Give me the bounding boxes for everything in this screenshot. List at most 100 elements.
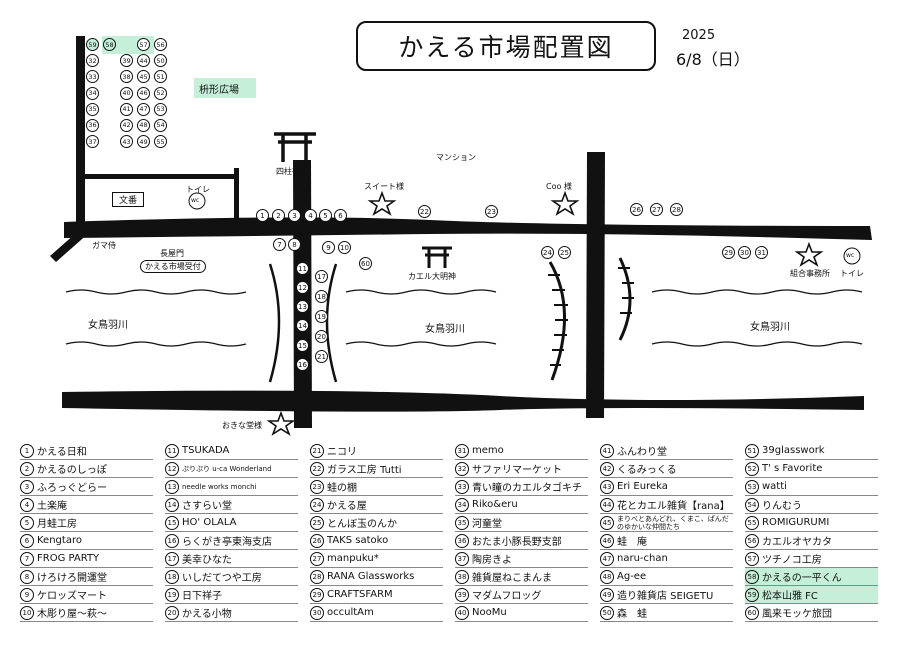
main-street (64, 217, 872, 240)
river-label-2: 女鳥羽川 (425, 324, 465, 335)
legend-vendor-name: くるみっくる (617, 465, 677, 476)
gama-label: ガマ侍 (92, 241, 116, 250)
legend-vendor-name: 木彫り屋〜萩〜 (37, 609, 107, 620)
plaza-booth-38: 38 (120, 70, 133, 84)
legend-number: 52 (745, 461, 759, 476)
legend-number: 28 (310, 569, 324, 584)
legend-number: 31 (455, 443, 469, 458)
legend-vendor-name: かえるのしっぽ (37, 465, 107, 476)
legend-vendor-name: Ag-ee (617, 571, 647, 582)
legend-number: 51 (745, 443, 759, 458)
legend-number: 49 (600, 587, 614, 602)
legend-vendor-name: 39glasswork (762, 445, 825, 456)
legend-number: 59 (745, 587, 759, 602)
legend-vendor-name: 蛙の棚 (327, 483, 357, 494)
legend-vendor-name: かえるの一平くん (762, 573, 842, 584)
legend-number: 43 (600, 479, 614, 494)
toilet-right-label: トイレ (840, 269, 864, 278)
legend-vendor-name: TAKS satoko (327, 535, 389, 546)
legend-number: 21 (310, 443, 324, 458)
plaza-booth-45: 45 (137, 70, 150, 84)
plaza-booth-39: 39 (120, 54, 133, 68)
legend-number: 7 (20, 551, 34, 566)
plaza-booth-35: 35 (86, 102, 99, 116)
booth-6: 6 (334, 209, 347, 222)
booth-22: 22 (418, 205, 431, 218)
highlight-plaza (194, 78, 256, 98)
plaza-booth-54: 54 (154, 118, 167, 132)
legend-vendor-name: おたま小豚長野支部 (472, 537, 562, 548)
legend-vendor-name: 造り雑貨店 SEIGETU (617, 591, 714, 602)
booth-2: 2 (272, 209, 285, 222)
ookina-label: おきな堂様 (222, 421, 262, 430)
legend-number: 20 (165, 605, 179, 620)
legend-number: 18 (165, 569, 179, 584)
booth-11: 11 (296, 262, 309, 275)
legend-vendor-name: Eri Eureka (617, 481, 668, 492)
booth-5: 5 (319, 209, 332, 222)
legend-number: 26 (310, 533, 324, 548)
legend-number: 33 (455, 479, 469, 494)
legend-vendor-name: 花とカエル雑貨【rana】 (617, 501, 730, 512)
legend-number: 24 (310, 497, 324, 512)
grid-empty (103, 135, 116, 148)
legend-number: 1 (20, 443, 34, 458)
legend-vendor-name: Riko&eru (472, 499, 518, 510)
star-office-icon (794, 241, 824, 267)
booth-21: 21 (315, 350, 328, 363)
grid-empty (103, 70, 116, 83)
legend-number: 6 (20, 533, 34, 548)
booth-17: 17 (315, 270, 328, 283)
legend-number: 47 (600, 551, 614, 566)
legend-vendor-name: occultAm (327, 607, 374, 618)
legend-vendor-name: マダムフロッグ (472, 591, 542, 602)
plaza-booth-55: 55 (154, 135, 167, 149)
sweet-label: スイート様 (364, 182, 404, 191)
legend-vendor-name: 青い瞳のカエルタゴキチ (472, 483, 582, 494)
booth-14: 14 (296, 319, 309, 332)
legend-number: 16 (165, 533, 179, 548)
legend-number: 37 (455, 551, 469, 566)
legend-number: 13 (165, 479, 179, 494)
legend-number: 19 (165, 587, 179, 602)
plaza-booth-32: 32 (86, 54, 99, 68)
kaeru-shrine-label: カエル大明神 (408, 272, 456, 281)
legend-number: 45 (600, 515, 614, 530)
diagonal-road (50, 226, 90, 262)
river-lines (65, 289, 863, 347)
legend-number: 60 (745, 605, 759, 620)
legend-number: 41 (600, 443, 614, 458)
plaza-booth-44: 44 (137, 54, 150, 68)
plaza-booth-34: 34 (86, 86, 99, 100)
legend-number: 40 (455, 605, 469, 620)
plaza-booth-57: 57 (137, 38, 150, 51)
legend-number: 57 (745, 551, 759, 566)
legend-number: 39 (455, 587, 469, 602)
